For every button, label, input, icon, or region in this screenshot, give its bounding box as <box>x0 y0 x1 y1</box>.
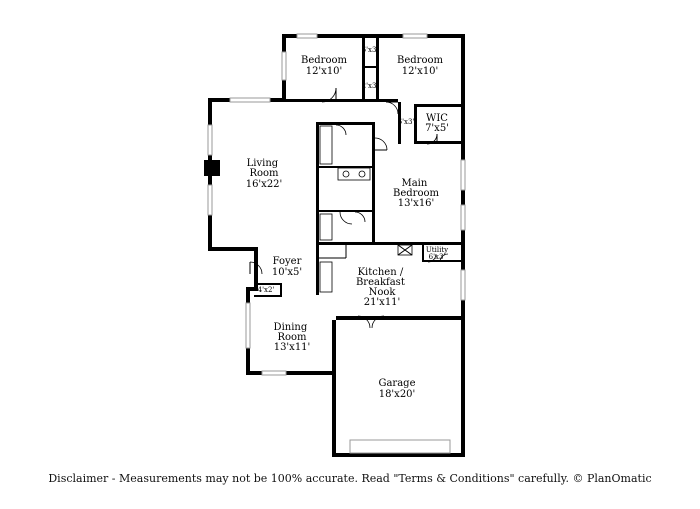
label-closet-top: 6'x3' <box>362 46 379 54</box>
label-main-bedroom: Main Bedroom <box>393 178 439 199</box>
label-wic-dims: 7'x5' <box>425 123 449 134</box>
windows <box>207 33 466 454</box>
label-utility-dims: 6'x3' <box>429 253 446 261</box>
label-living-line2: Room <box>249 168 279 179</box>
label-dining-dims: 13'x11' <box>274 342 311 353</box>
label-living-line1: Living <box>247 158 279 169</box>
label-kitchen-dims: 21'x11' <box>364 297 401 308</box>
label-wic: WIC <box>426 113 448 124</box>
label-bedroom-right: Bedroom <box>397 55 443 66</box>
label-foyer-dims: 10'x5' <box>272 267 302 278</box>
label-closet-hall: 6'x3' <box>398 118 415 126</box>
label-bedroom-right-dims: 12'x10' <box>402 66 439 77</box>
label-foyer-closet: 4'x2' <box>258 286 275 294</box>
label-bedroom-left-dims: 12'x10' <box>306 66 343 77</box>
label-garage-dims: 18'x20' <box>379 389 416 400</box>
label-kitchen: Kitchen / Breakfast Nook <box>356 267 408 298</box>
label-living: Living Room <box>247 158 282 179</box>
label-foyer: Foyer <box>273 256 302 267</box>
label-garage: Garage <box>378 378 415 389</box>
fixtures <box>319 125 413 293</box>
label-dining: Dining Room <box>274 322 311 343</box>
label-fireplace: FP <box>208 165 216 172</box>
disclaimer-text: Disclaimer - Measurements may not be 100… <box>48 472 652 485</box>
label-closet-mid: 2'x3' <box>362 82 379 90</box>
label-main-bedroom-dims: 13'x16' <box>398 198 435 209</box>
label-utility: Utility <box>426 246 448 254</box>
doors <box>249 87 449 329</box>
label-bedroom-left: Bedroom <box>301 55 347 66</box>
room-labels: Bedroom 12'x10' Bedroom 12'x10' 6'x3' 2'… <box>208 46 449 400</box>
label-living-dims: 16'x22' <box>246 179 283 190</box>
